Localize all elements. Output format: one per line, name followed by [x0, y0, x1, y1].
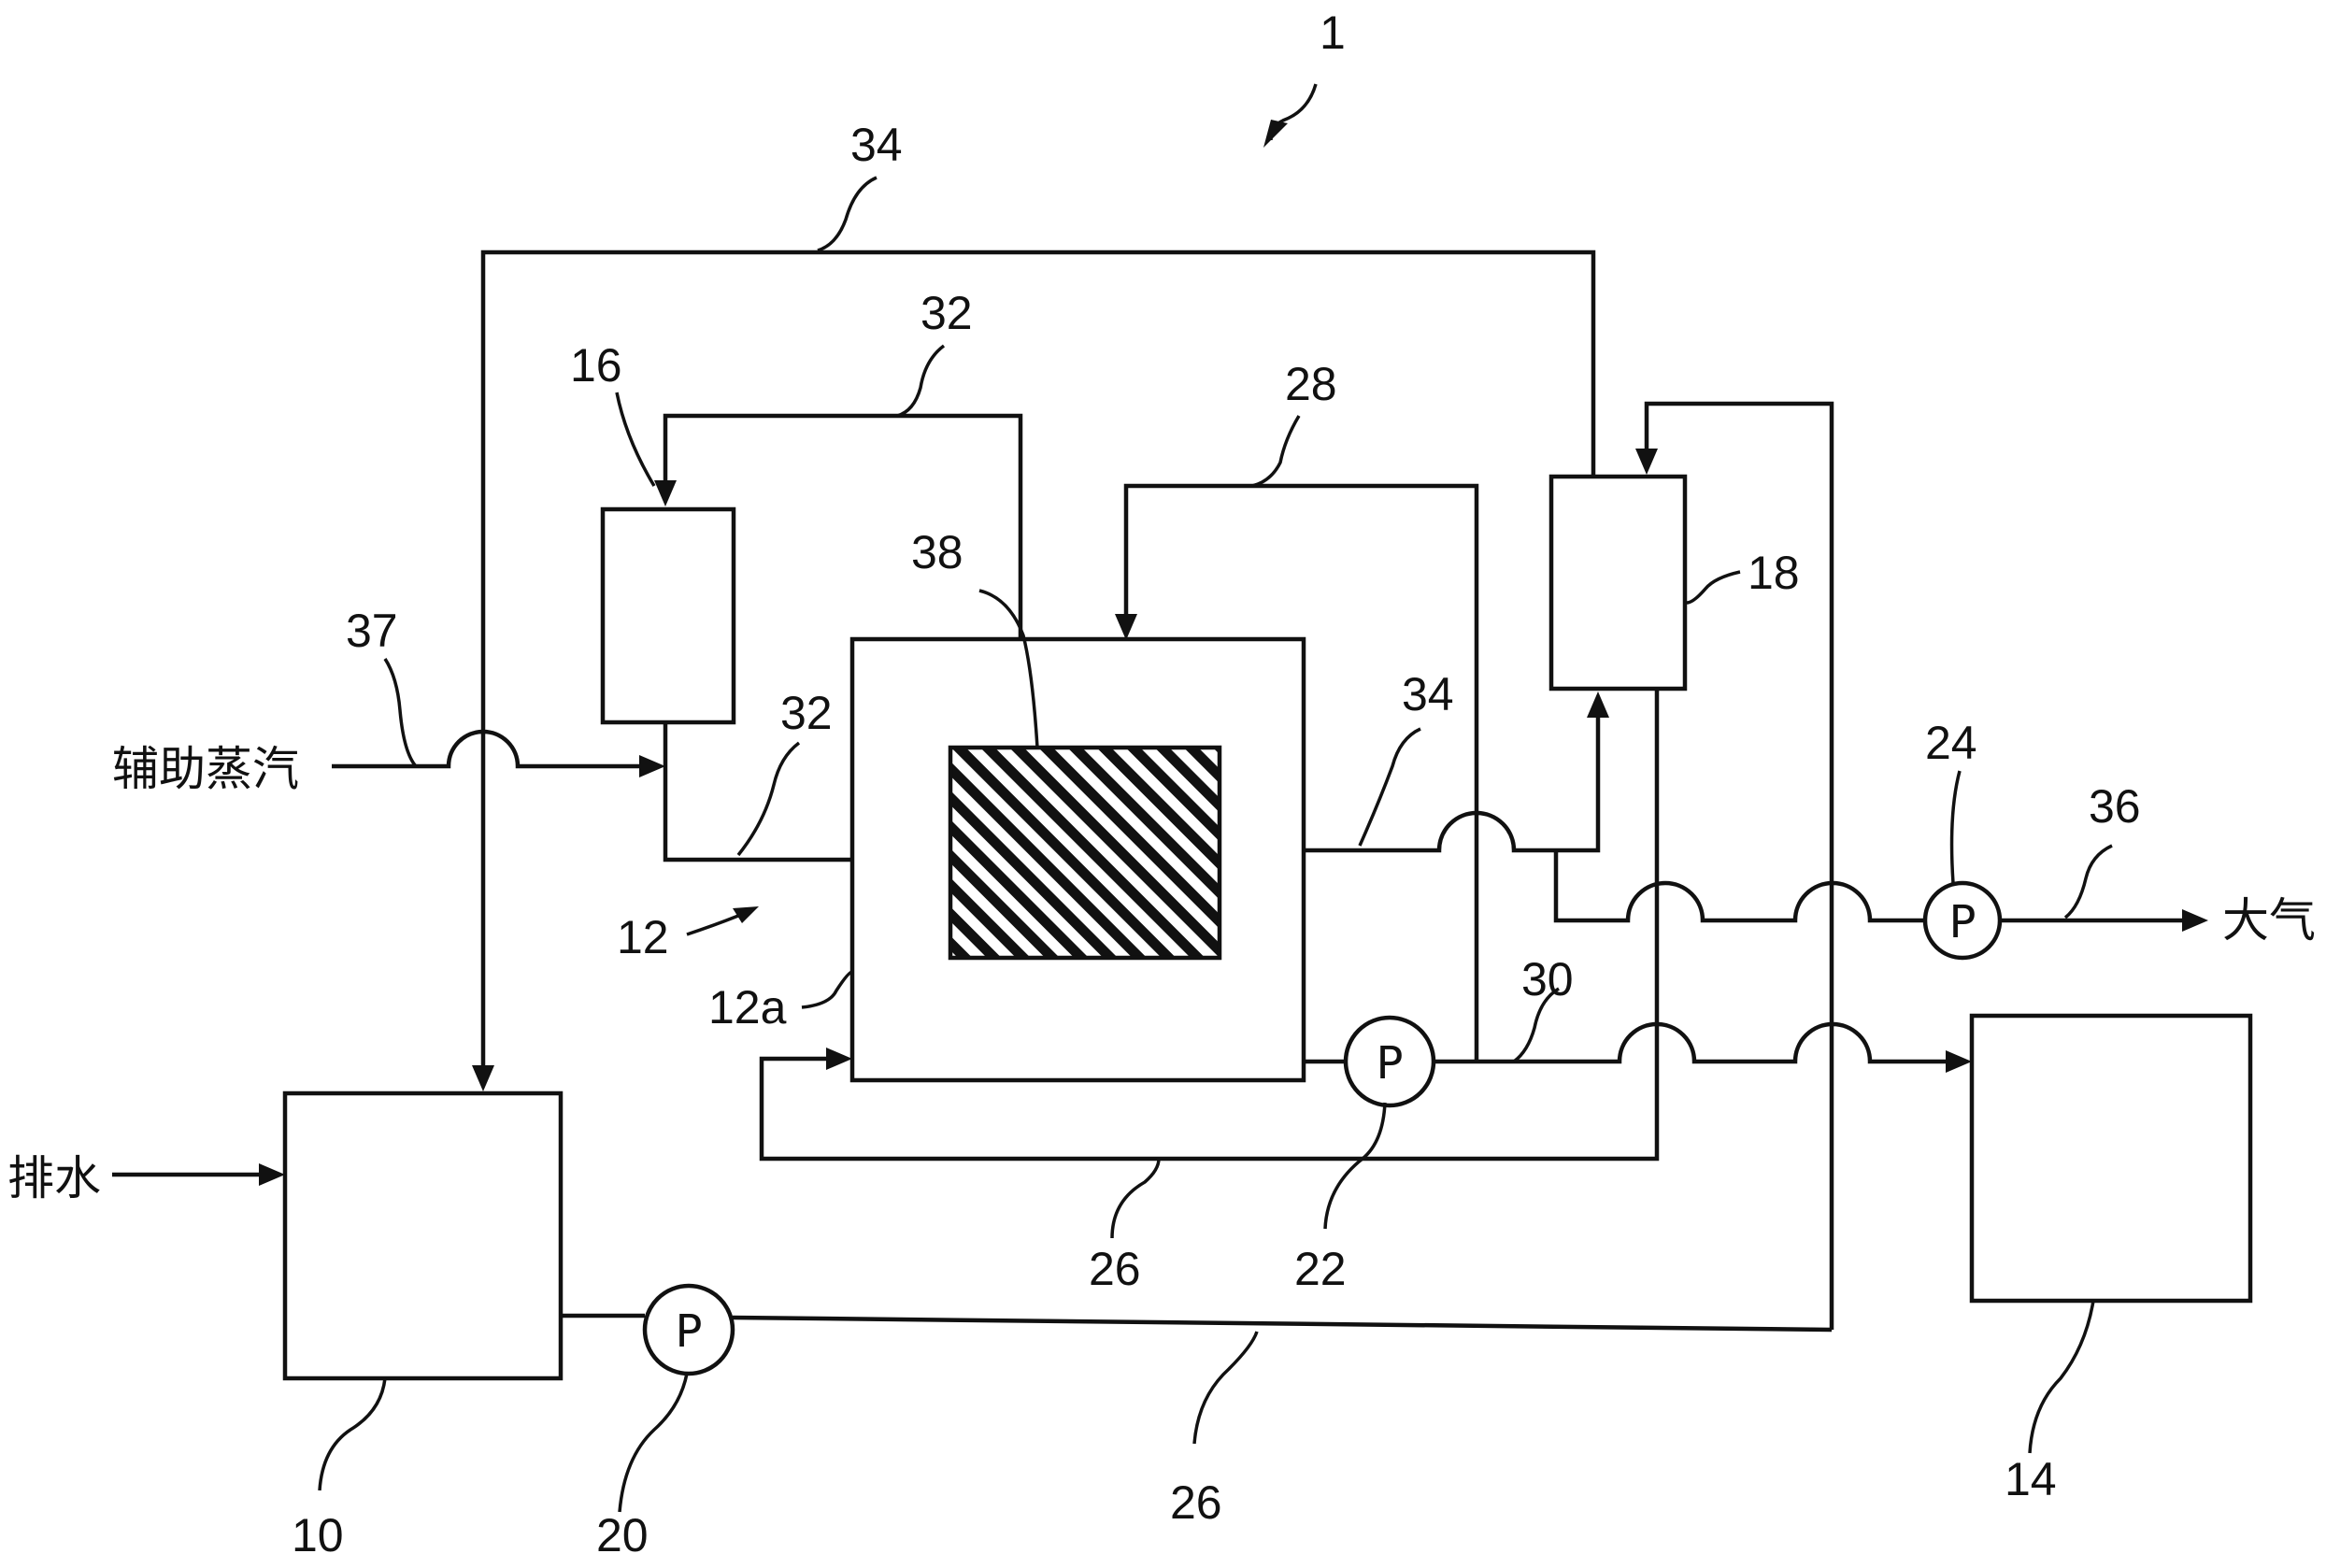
label-pipe-28: 28: [1285, 358, 1337, 410]
label-unit-10: 10: [292, 1509, 344, 1561]
pipe-26-mid: [759, 690, 1660, 1162]
label-unit-12: 12: [617, 911, 669, 963]
pipe-32-mid: [663, 723, 933, 862]
pipe-37: [332, 729, 649, 769]
label-unit-16: 16: [570, 339, 622, 392]
leader-26-mid: [1110, 1158, 1161, 1239]
label-pipe-36: 36: [2089, 780, 2141, 833]
leader-36: [2063, 844, 2113, 919]
label-unit-14: 14: [2005, 1453, 2057, 1505]
arrow-into-tank-18: [1635, 449, 1658, 475]
pump-22: P: [1343, 1015, 1436, 1108]
leader-37: [383, 658, 418, 768]
arrow-to-atmosphere: [2182, 909, 2208, 932]
label-pump-22: 22: [1294, 1243, 1347, 1295]
leader-12a: [801, 970, 853, 1009]
arrow-into-unit-16: [654, 480, 677, 506]
leader-20: [618, 1373, 689, 1513]
label-pump-24: 24: [1925, 717, 1977, 769]
leader-1-arrow: [1263, 120, 1288, 148]
leader-24: [1949, 770, 1962, 884]
label-unit-12a: 12a: [708, 981, 787, 1033]
svg-text:P: P: [676, 1305, 703, 1358]
label-pipe-34-top: 34: [850, 119, 903, 171]
pump-20: P: [642, 1283, 735, 1376]
leader-22: [1323, 1102, 1387, 1230]
label-pipe-32-mid: 32: [780, 687, 833, 739]
pipe-26-riser: [1644, 401, 1834, 1330]
tank-18: [1548, 474, 1688, 691]
pipe-30-b: [1415, 1021, 1953, 1064]
label-pipe-26-bottom: 26: [1170, 1476, 1222, 1529]
tank-14: [1969, 1013, 2253, 1304]
label-pipe-30: 30: [1521, 953, 1574, 1005]
leader-38: [978, 589, 1039, 748]
leader-32-top: [896, 344, 946, 418]
leader-16: [615, 392, 656, 487]
label-pipe-34-mid: 34: [1402, 668, 1454, 720]
arrow-into-tank-18-bottom: [1587, 691, 1609, 718]
leader-12-arrow: [733, 906, 759, 923]
label-pipe-26-mid: 26: [1089, 1243, 1141, 1295]
label-unit-38: 38: [911, 526, 963, 578]
pipe-34-top: [480, 249, 1596, 1075]
leader-30: [1512, 987, 1560, 1063]
label-system-1: 1: [1320, 7, 1346, 59]
catalyst-38: [948, 745, 1222, 961]
leader-18: [1686, 570, 1741, 605]
pipe-28: [1123, 483, 1479, 1062]
pump-24: P: [1922, 880, 2003, 961]
leader-28: [1251, 415, 1301, 488]
label-pump-20: 20: [596, 1509, 649, 1561]
svg-text:P: P: [1949, 896, 1976, 948]
label-unit-18: 18: [1748, 547, 1800, 599]
pipe-34-mid: [1220, 710, 1601, 853]
svg-text:P: P: [1377, 1037, 1404, 1090]
text-aux-steam: 辅助蒸汽: [112, 742, 299, 796]
pipe-36: [1553, 850, 1927, 923]
unit-16: [600, 506, 736, 725]
arrow-drain-in: [259, 1163, 285, 1186]
arrow-into-reactor-top: [1115, 614, 1137, 640]
arrow-into-reactor-left: [826, 1048, 852, 1070]
label-pipe-32-top: 32: [920, 287, 973, 339]
arrow-into-tank-10: [472, 1065, 494, 1091]
leader-12: [686, 914, 739, 936]
leader-34-top: [817, 176, 878, 252]
pipe-32-top: [663, 413, 1023, 639]
label-pipe-37: 37: [346, 605, 398, 657]
arrow-into-tank-14: [1946, 1050, 1972, 1073]
leader-32-mid: [736, 741, 801, 857]
leader-10: [318, 1377, 387, 1491]
leader-26-bottom: [1192, 1331, 1259, 1445]
leader-14: [2028, 1300, 2095, 1454]
arrow-aux-steam: [639, 755, 665, 777]
text-atmosphere: 大气: [2222, 893, 2316, 948]
pipe-26-bottom-b: [732, 1315, 1833, 1333]
text-drain: 排水: [7, 1151, 101, 1205]
tank-10: [282, 1090, 564, 1381]
leader-34-mid: [1358, 727, 1421, 847]
